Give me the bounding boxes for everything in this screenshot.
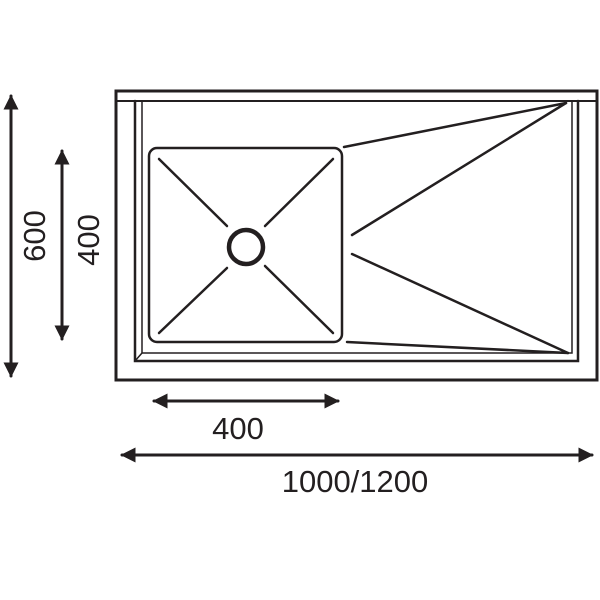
sink-outer-edge xyxy=(114,89,599,382)
dim-label-600: 600 xyxy=(17,210,52,262)
frame-corner xyxy=(134,352,143,362)
dimension-arrows xyxy=(3,94,594,463)
drain-icon xyxy=(226,227,266,267)
inner-frame xyxy=(133,99,580,363)
inner-frame-inner xyxy=(141,100,573,354)
dim-label-bowl-height: 400 xyxy=(71,214,106,266)
dim-label-bowl-width: 400 xyxy=(212,411,264,446)
sink-bowl xyxy=(147,146,344,344)
bowl-slope-lines xyxy=(157,157,335,335)
drainer-grooves xyxy=(342,101,570,355)
dim-label-overall-width: 1000/1200 xyxy=(282,464,429,499)
